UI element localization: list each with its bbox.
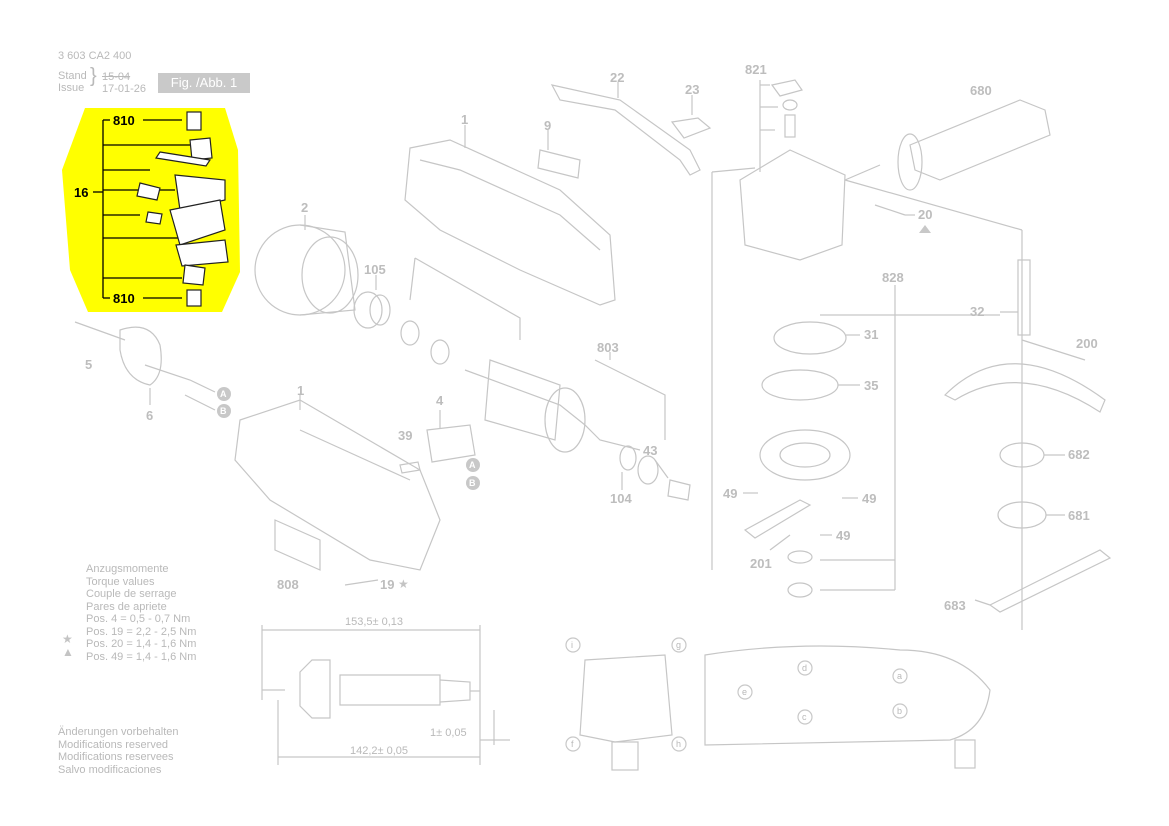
label-2: 2 xyxy=(301,200,309,215)
marker-f: f xyxy=(571,739,574,749)
marker-a2: A xyxy=(469,460,476,470)
marker-c: c xyxy=(802,712,807,722)
torque-pos49: Pos. 49 = 1,4 - 1,6 Nm xyxy=(86,650,197,663)
label-19: 19 xyxy=(380,577,395,592)
mods-es: Salvo modificaciones xyxy=(58,763,162,776)
label-821: 821 xyxy=(745,62,767,77)
drawing-lines xyxy=(74,79,1112,771)
label-20: 20 xyxy=(918,207,933,222)
label-803: 803 xyxy=(597,340,619,355)
bracket-16-lines xyxy=(93,119,190,299)
label-39: 39 xyxy=(398,428,413,443)
label-810-top: 810 xyxy=(113,113,135,128)
marker-e: e xyxy=(742,687,748,697)
stand-label: Stand xyxy=(58,70,87,82)
outline-markers xyxy=(565,637,908,752)
dimension-tolerance: 1± 0,05 xyxy=(430,727,467,739)
dimension-inner: 142,2± 0,05 xyxy=(350,745,409,757)
label-683: 683 xyxy=(944,598,966,613)
marker-h: h xyxy=(676,739,682,749)
label-43: 43 xyxy=(643,443,658,458)
torque-legend: Anzugsmomente Torque values Couple de se… xyxy=(86,563,196,663)
label-4: 4 xyxy=(436,393,444,408)
label-5: 5 xyxy=(85,357,93,372)
label-682: 682 xyxy=(1068,447,1090,462)
mods-de: Änderungen vorbehalten xyxy=(58,726,179,738)
marker-a: a xyxy=(897,671,903,681)
torque-title-es: Pares de apriete xyxy=(86,600,167,613)
label-23: 23 xyxy=(685,82,700,97)
label-828: 828 xyxy=(882,270,904,285)
new-date: 17-01-26 xyxy=(102,83,147,95)
torque-title-de: Anzugsmomente xyxy=(86,563,169,575)
marker-a1: A xyxy=(220,389,227,399)
star-icon-legend: ★ xyxy=(62,632,73,646)
mods-fr: Modifications reservees xyxy=(58,751,174,763)
label-35: 35 xyxy=(864,378,879,393)
label-22: 22 xyxy=(610,70,625,85)
torque-pos19: Pos. 19 = 2,2 - 2,5 Nm xyxy=(86,625,197,638)
label-49-right: 49 xyxy=(862,491,877,506)
triangle-marker xyxy=(919,225,931,233)
marker-b2: B xyxy=(469,478,476,488)
label-105: 105 xyxy=(364,262,386,277)
label-16: 16 xyxy=(74,185,89,200)
issue-label: Issue xyxy=(58,82,85,94)
stand-issue-block: Stand Issue xyxy=(58,70,87,94)
triangle-icon-legend: ▲ xyxy=(62,645,74,659)
label-810-bottom: 810 xyxy=(113,291,135,306)
label-1-bottom: 1 xyxy=(297,383,305,398)
label-32: 32 xyxy=(970,304,985,319)
marker-i: i xyxy=(571,640,573,650)
marker-g: g xyxy=(676,640,682,650)
torque-title-en: Torque values xyxy=(86,575,155,588)
modifications-notice: Änderungen vorbehalten Modifications res… xyxy=(58,726,178,776)
brush-holder-parts xyxy=(136,111,229,307)
label-49-left: 49 xyxy=(723,486,738,501)
label-200: 200 xyxy=(1076,336,1098,351)
mods-en: Modifications reserved xyxy=(58,738,169,751)
label-201: 201 xyxy=(750,556,772,571)
label-9: 9 xyxy=(544,118,552,133)
label-31: 31 xyxy=(864,327,879,342)
brace: } xyxy=(90,65,97,87)
torque-title-fr: Couple de serrage xyxy=(86,588,177,600)
marker-d: d xyxy=(802,663,808,673)
label-49-lower: 49 xyxy=(836,528,851,543)
label-808: 808 xyxy=(277,577,299,592)
marker-b: b xyxy=(897,706,903,716)
part-number: 3 603 CA2 400 xyxy=(58,50,132,62)
torque-pos4: Pos. 4 = 0,5 - 0,7 Nm xyxy=(86,613,191,625)
label-6: 6 xyxy=(146,408,154,423)
old-date: 15-04 xyxy=(102,71,131,83)
torque-pos20: Pos. 20 = 1,4 - 1,6 Nm xyxy=(86,638,197,650)
label-680: 680 xyxy=(970,83,992,98)
label-681: 681 xyxy=(1068,508,1090,523)
label-1-top: 1 xyxy=(461,112,469,127)
dimension-overall: 153,5± 0,13 xyxy=(345,616,404,628)
circle-markers xyxy=(217,387,480,490)
star-icon: ★ xyxy=(398,577,409,591)
marker-b1: B xyxy=(220,406,227,416)
figure-label: Fig. /Abb. 1 xyxy=(158,73,250,93)
label-104: 104 xyxy=(610,491,632,506)
